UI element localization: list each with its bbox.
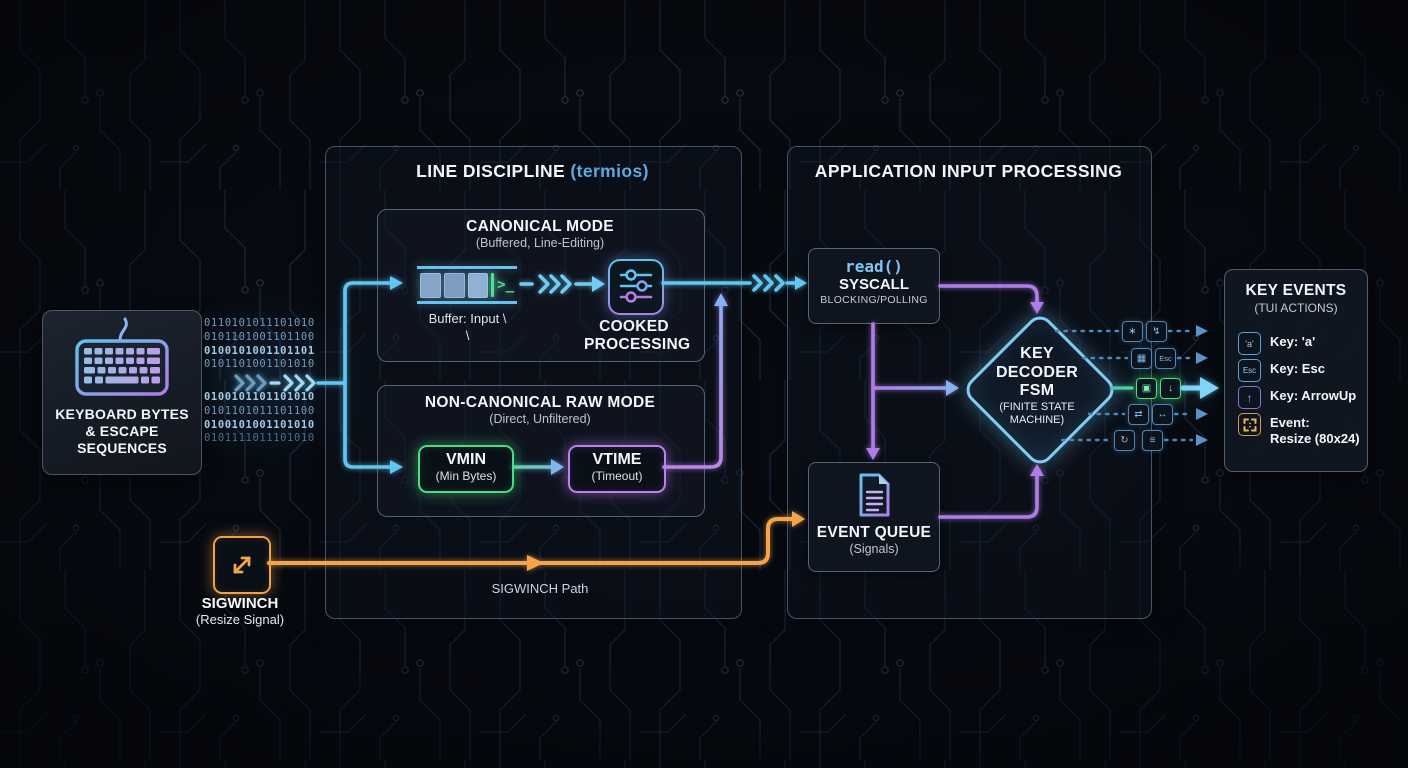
buffer-caret [491,273,495,297]
key-event-label: Key: 'a' [1270,334,1316,349]
cooked-label-line2: PROCESSING [584,336,691,353]
key-event-label: Event: Resize (80x24) [1270,413,1360,447]
event-queue-title: EVENT QUEUE [816,524,932,541]
line-discipline-title-text: LINE DISCIPLINE [416,161,566,181]
key-event-row: Event: Resize (80x24) [1238,413,1360,447]
arrow-up-icon: ↑ [1238,386,1261,409]
key-event-row: Esc Key: Esc [1238,359,1325,382]
raw-mode-subtitle: (Direct, Unfiltered) [489,412,591,426]
vmin-subtitle: (Min Bytes) [435,469,497,483]
key-events-title: KEY EVENTS [1245,282,1347,299]
decoded-chip-active: ▣ [1136,378,1157,399]
cooked-processing-label: COOKED PROCESSING [584,318,691,354]
key-decoder-fsm-label: KEY DECODER FSM (FINITE STATE MACHINE) [962,345,1112,427]
binary-stream-top: 0110101011101010 0101101001101100 010010… [204,317,336,372]
cooked-label-line1: COOKED [599,318,669,335]
buffer-cell [443,272,465,298]
keyboard-icon [75,317,169,396]
binary-row: 0101101001101100 [204,330,315,343]
keyboard-label-line3: SEQUENCES [77,440,167,456]
decoded-chip-icon: ⇄ [1128,404,1149,425]
binary-stream-bottom: 0100101101101010 0101101011101100 010010… [204,391,336,446]
decoded-chip-icon: ↔ [1152,404,1173,425]
document-icon [859,473,890,517]
fsm-line1: KEY [1020,345,1054,362]
resize-event-line1: Event: [1270,415,1310,430]
application-title: APPLICATION INPUT PROCESSING [814,161,1123,181]
key-event-label: Key: Esc [1270,361,1325,376]
resize-arrows-icon [213,536,271,594]
buffer-cell [467,272,489,298]
event-queue-box: EVENT QUEUE (Signals) [808,462,940,572]
vtime-box: VTIME (Timeout) [568,445,666,493]
binary-row: 0110101011101010 [204,317,315,329]
sigwinch-subtitle: (Resize Signal) [195,612,285,627]
fsm-line2: DECODER [995,363,1079,381]
canonical-mode-title: CANONICAL MODE [466,218,614,235]
buffer-caption-line2: \ [465,328,470,343]
resize-corners-icon [1238,413,1261,436]
buffer-prompt: >_ [497,277,515,293]
binary-row: 0100101001101010 [204,418,315,431]
key-a-icon: 'a' [1238,332,1261,355]
buffer-cell [420,272,441,298]
fsm-line3: FSM [1019,382,1055,399]
decoded-chip-icon: ∗ [1122,321,1143,342]
fsm-sub2: MACHINE) [1009,413,1065,426]
key-event-row: 'a' Key: 'a' [1238,332,1315,355]
decoded-chip-icon: ↯ [1146,321,1167,342]
sigwinch-path-label: SIGWINCH Path [491,581,589,596]
fsm-output-arrowheads [1196,325,1208,446]
resize-event-line2: Resize (80x24) [1270,431,1360,446]
key-events-subtitle: (TUI ACTIONS) [1254,301,1338,315]
vmin-box: VMIN (Min Bytes) [418,445,514,493]
key-esc-icon: Esc [1238,359,1261,382]
line-discipline-title-accent: (termios) [570,161,649,181]
keyboard-source-label: KEYBOARD BYTES & ESCAPE SEQUENCES [43,406,201,457]
vtime-title: VTIME [592,451,642,468]
decoded-chip-icon: ≡ [1142,430,1163,451]
decoded-chip-icon: ↻ [1114,430,1135,451]
cooked-sliders-icon [608,259,664,315]
event-queue-subtitle: (Signals) [849,542,899,556]
binary-row: 0101111011101010 [204,432,315,445]
key-event-label: Key: ArrowUp [1270,388,1357,403]
vmin-title: VMIN [446,451,486,468]
keyboard-label-line1: KEYBOARD BYTES [55,406,189,422]
vtime-subtitle: (Timeout) [591,469,643,483]
binary-row: 0100101101101010 [204,391,315,403]
read-syscall-fn: read() [845,257,903,276]
fsm-sub1: (FINITE STATE [999,400,1075,413]
binary-row: 0100101001101101 [204,344,315,357]
keyboard-source-box: KEYBOARD BYTES & ESCAPE SEQUENCES [42,310,202,475]
canonical-mode-subtitle: (Buffered, Line-Editing) [475,236,605,250]
line-discipline-title: LINE DISCIPLINE (termios) [325,161,740,182]
raw-mode-title: NON-CANONICAL RAW MODE [424,394,656,411]
decoded-chip-icon: ▦ [1131,348,1152,369]
decoded-chip-active: ↓ [1160,378,1181,399]
keyboard-label-line2: & ESCAPE [85,423,159,439]
read-syscall-box: read() SYSCALL BLOCKING/POLLING [808,248,940,324]
sigwinch-label: SIGWINCH (Resize Signal) [165,595,315,627]
binary-row: 0101101001101010 [204,358,315,371]
buffer-caption-line1: Buffer: Input \ [428,311,507,326]
decoded-chip-esc: Esc [1155,348,1176,369]
key-event-row: ↑ Key: ArrowUp [1238,386,1356,409]
read-syscall-mode: BLOCKING/POLLING [820,294,928,306]
read-syscall-label: SYSCALL [838,276,909,293]
sigwinch-title: SIGWINCH [201,595,279,612]
binary-row: 0101101011101100 [204,404,315,417]
buffer-queue-icon: >_ [417,266,517,304]
